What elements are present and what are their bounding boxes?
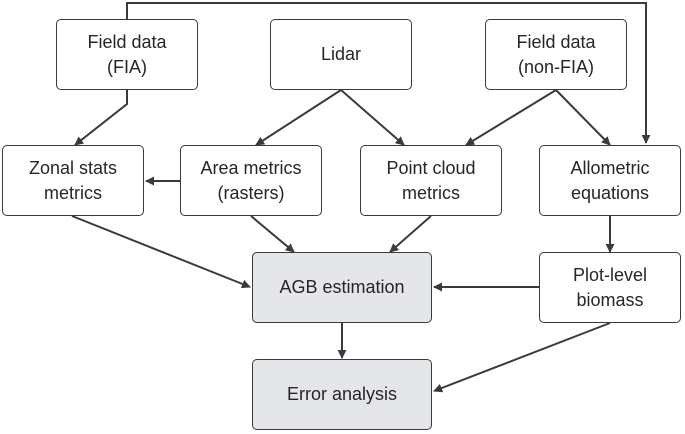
edge-field_nonfia-to-pointcloud — [465, 89, 557, 146]
node-label-line: Plot-level — [572, 264, 648, 285]
node-label-line: AGB estimation — [279, 277, 405, 297]
node-label-line: biomass — [576, 289, 644, 310]
node-label-line: (rasters) — [217, 182, 285, 203]
node-label-line: Field data — [87, 31, 167, 52]
edge-field_fia-to-zonal — [74, 90, 128, 146]
edge-area-to-agb — [250, 215, 295, 253]
node-allometric: Allometric equations — [539, 145, 681, 216]
node-label-line: Zonal stats — [28, 157, 118, 178]
node-label-line: Error analysis — [286, 384, 398, 404]
edges — [71, 2, 651, 393]
node-pointcloud: Point cloud metrics — [360, 145, 502, 216]
node-zonal: Zonal stats metrics — [2, 145, 144, 216]
node-field_nonfia: Field data (non-FIA) — [485, 19, 627, 90]
node-label-line: Allometric — [570, 157, 650, 178]
node-label-line: Field data — [516, 31, 596, 52]
node-label-line: metrics — [44, 182, 102, 203]
node-label-line: equations — [570, 182, 650, 203]
node-label-line: (non-FIA) — [517, 56, 595, 77]
edge-zonal-to-agb — [71, 215, 251, 289]
node-error: Error analysis — [252, 359, 432, 430]
edge-plotlevel-to-error — [433, 322, 611, 393]
node-lidar: Lidar — [270, 19, 412, 90]
node-label-line: (FIA) — [107, 56, 147, 77]
edge-lidar-to-pointcloud — [340, 89, 405, 146]
node-field_fia: Field data (FIA) — [56, 19, 198, 90]
edge-field_fia-to-allometric — [126, 2, 651, 144]
node-area: Area metrics (rasters) — [180, 145, 322, 216]
node-label-line: Point cloud — [386, 157, 476, 178]
edge-field_nonfia-to-allometric — [555, 89, 611, 146]
node-label-line: metrics — [402, 182, 460, 203]
node-agb: AGB estimation — [252, 252, 432, 323]
node-plotlevel: Plot-level biomass — [539, 252, 681, 323]
edge-lidar-to-area — [255, 89, 342, 146]
node-label-line: Area metrics — [200, 157, 302, 178]
edge-pointcloud-to-agb — [389, 215, 432, 253]
node-label-line: Lidar — [320, 44, 362, 64]
